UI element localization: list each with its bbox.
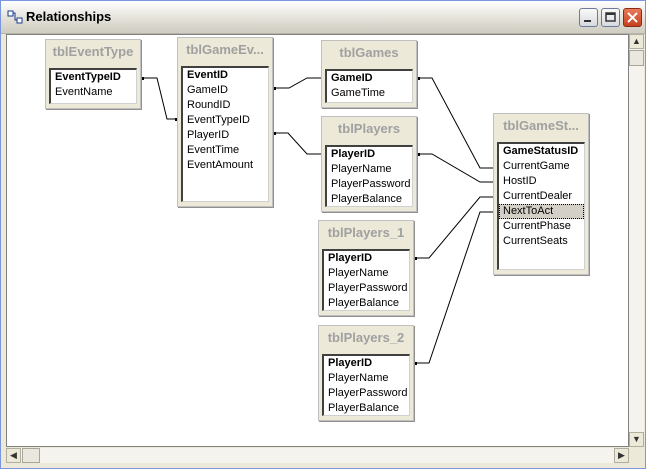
- field-playerid[interactable]: PlayerID: [328, 252, 373, 264]
- field-list[interactable]: EventTypeID EventName: [49, 68, 137, 104]
- field-playerbalance[interactable]: PlayerBalance: [331, 193, 402, 205]
- field-playerbalance[interactable]: PlayerBalance: [328, 402, 399, 414]
- field-nexttoact[interactable]: NextToAct: [499, 204, 584, 219]
- scroll-right-button[interactable]: ▶: [614, 448, 629, 463]
- table-title[interactable]: tblPlayers: [337, 121, 401, 136]
- field-eventamount[interactable]: EventAmount: [187, 159, 254, 171]
- close-button[interactable]: [623, 8, 642, 27]
- maximize-button[interactable]: [601, 8, 620, 27]
- field-currentdealer[interactable]: CurrentDealer: [503, 190, 573, 202]
- field-playerpassword[interactable]: PlayerPassword: [331, 178, 411, 190]
- table-title[interactable]: tblEventType: [52, 44, 134, 59]
- table-title[interactable]: tblPlayers_1: [327, 225, 405, 240]
- scroll-down-button[interactable]: ▼: [629, 432, 644, 447]
- scrollbar-corner: [629, 448, 644, 463]
- field-roundid[interactable]: RoundID: [187, 99, 231, 111]
- field-eventtypeid[interactable]: EventTypeID: [187, 114, 250, 126]
- field-gamestatusid[interactable]: GameStatusID: [503, 145, 579, 157]
- relationships-icon: [7, 10, 23, 24]
- field-list[interactable]: PlayerID PlayerName PlayerPassword Playe…: [322, 249, 410, 311]
- scroll-left-button[interactable]: ◀: [6, 448, 21, 463]
- join-line-currentgame: [417, 77, 496, 169]
- join-line-players: [273, 132, 324, 155]
- arrow-left-icon: ◀: [10, 450, 17, 460]
- field-hostid[interactable]: HostID: [503, 175, 537, 187]
- close-icon: [627, 12, 638, 23]
- minimize-button[interactable]: [579, 8, 598, 27]
- scroll-up-button[interactable]: ▲: [629, 34, 644, 49]
- field-list[interactable]: GameStatusID CurrentGame HostID CurrentD…: [497, 142, 585, 270]
- vertical-scrollbar[interactable]: ▲ ▼: [629, 34, 644, 447]
- join-line-games: [273, 77, 324, 89]
- horizontal-scrollbar[interactable]: ◀ ▶: [6, 448, 629, 463]
- table-title[interactable]: tblGameSt...: [503, 118, 579, 133]
- field-gameid[interactable]: GameID: [187, 84, 228, 96]
- table-tblgamestatus[interactable]: tblGameSt... GameStatusID CurrentGame Ho…: [493, 113, 589, 275]
- table-tblgameevents[interactable]: tblGameEv... EventID GameID RoundID Even…: [177, 37, 273, 207]
- table-tblplayers-2[interactable]: tblPlayers_2 PlayerID PlayerName PlayerP…: [318, 325, 414, 421]
- field-currentphase[interactable]: CurrentPhase: [503, 220, 571, 232]
- table-tbleventtype[interactable]: tblEventType EventTypeID EventName: [45, 39, 141, 109]
- join-line-hostid: [417, 153, 496, 183]
- field-playername[interactable]: PlayerName: [328, 372, 389, 384]
- field-playername[interactable]: PlayerName: [331, 163, 392, 175]
- arrow-down-icon: ▼: [632, 434, 641, 444]
- table-tblplayers[interactable]: tblPlayers PlayerID PlayerName PlayerPas…: [321, 116, 417, 212]
- field-playerid[interactable]: PlayerID: [187, 129, 230, 141]
- arrow-up-icon: ▲: [632, 36, 641, 46]
- table-tblplayers-1[interactable]: tblPlayers_1 PlayerID PlayerName PlayerP…: [318, 220, 414, 316]
- field-playerid[interactable]: PlayerID: [328, 357, 373, 369]
- horizontal-scroll-thumb[interactable]: [22, 448, 40, 463]
- field-eventname[interactable]: EventName: [55, 86, 113, 98]
- field-list[interactable]: EventID GameID RoundID EventTypeID Playe…: [181, 66, 269, 202]
- field-list[interactable]: PlayerID PlayerName PlayerPassword Playe…: [322, 354, 410, 416]
- field-gametime[interactable]: GameTime: [331, 87, 385, 99]
- field-list[interactable]: GameID GameTime: [325, 69, 413, 103]
- table-tblgames[interactable]: tblGames GameID GameTime: [321, 40, 417, 108]
- field-eventid[interactable]: EventID: [187, 69, 228, 81]
- table-title[interactable]: tblPlayers_2: [327, 330, 405, 345]
- field-playername[interactable]: PlayerName: [328, 267, 389, 279]
- arrow-right-icon: ▶: [618, 450, 625, 460]
- table-title[interactable]: tblGames: [339, 45, 399, 60]
- table-title[interactable]: tblGameEv...: [186, 42, 264, 57]
- field-eventtypeid[interactable]: EventTypeID: [55, 71, 121, 83]
- join-line-eventtype: [141, 77, 178, 120]
- field-gameid[interactable]: GameID: [331, 72, 373, 84]
- join-line-currentdealer: [414, 196, 496, 259]
- field-playerpassword[interactable]: PlayerPassword: [328, 387, 408, 399]
- maximize-icon: [605, 12, 616, 22]
- field-list[interactable]: PlayerID PlayerName PlayerPassword Playe…: [325, 145, 413, 207]
- minimize-icon: [584, 20, 591, 22]
- field-playerid[interactable]: PlayerID: [331, 148, 376, 160]
- field-playerbalance[interactable]: PlayerBalance: [328, 297, 399, 309]
- field-eventtime[interactable]: EventTime: [187, 144, 240, 156]
- join-line-nexttoact: [414, 211, 496, 364]
- title-bar[interactable]: Relationships: [1, 1, 645, 34]
- window-title: Relationships: [26, 9, 112, 24]
- field-playerpassword[interactable]: PlayerPassword: [328, 282, 408, 294]
- relationship-canvas[interactable]: tblEventType EventTypeID EventName tblGa…: [6, 34, 629, 447]
- field-currentgame[interactable]: CurrentGame: [503, 160, 570, 172]
- field-currentseats[interactable]: CurrentSeats: [503, 235, 568, 247]
- vertical-scroll-thumb[interactable]: [629, 50, 644, 66]
